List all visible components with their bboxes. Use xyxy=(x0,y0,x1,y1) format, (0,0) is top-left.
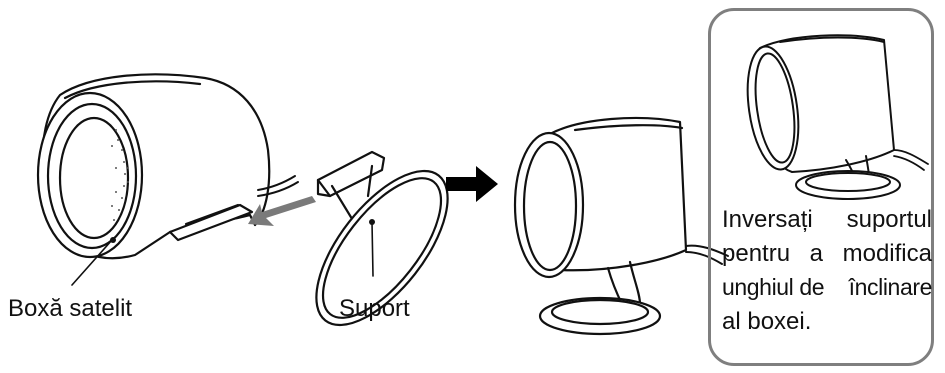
note-word: Inversați xyxy=(722,206,813,233)
note-line-2: pentru a modifica xyxy=(722,240,932,268)
note-word: unghiul de xyxy=(722,274,825,300)
note-word: pentru xyxy=(722,240,791,267)
note-line-4: al boxei. xyxy=(722,308,812,335)
satellite-speaker-illustration xyxy=(36,73,299,286)
note-line-1: Inversați suportul xyxy=(722,206,932,234)
note-word: modifica xyxy=(842,240,932,267)
stand-label: Suport xyxy=(339,295,410,322)
note-box xyxy=(708,8,934,366)
grille-dots xyxy=(111,129,129,221)
insert-arrow xyxy=(248,196,316,226)
note-line-3: unghiul de înclinare xyxy=(722,274,932,301)
stand-illustration xyxy=(315,150,449,327)
note-word: înclinare xyxy=(848,274,933,300)
result-arrow xyxy=(446,166,498,202)
note-word: suportul xyxy=(846,206,932,233)
note-word: a xyxy=(809,240,824,267)
tilted-speaker-illustration xyxy=(746,34,929,200)
assembled-speaker-illustration xyxy=(513,116,729,336)
satellite-speaker-label: Boxă satelit xyxy=(8,295,133,322)
